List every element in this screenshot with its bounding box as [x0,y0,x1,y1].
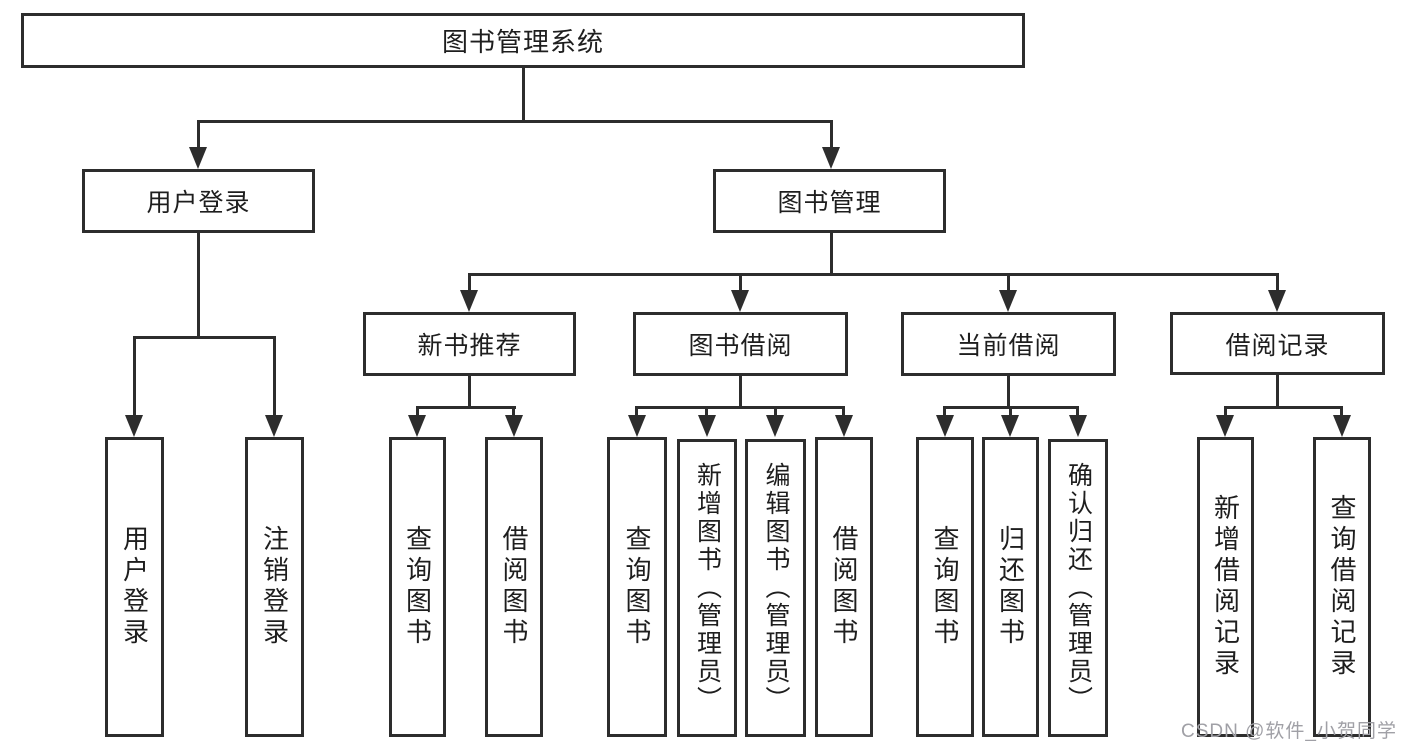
leaf-label: 确认归还（管理员） [1064,462,1093,714]
leaf-label: 新增图书（管理员） [693,462,722,714]
node-user-login: 用户登录 [82,169,315,233]
arrowhead-icon [1216,415,1234,437]
leaf-query-books-current: 查询图书 [916,437,974,737]
connector-line [635,406,638,419]
leaf-label: 借阅图书 [829,525,859,649]
node-label: 用户登录 [146,189,251,217]
connector-line [830,120,833,150]
leaf-add-books-admin: 新增图书（管理员） [677,439,737,737]
connector-line [1276,374,1279,409]
leaf-user-login: 用户登录 [105,437,164,737]
leaf-query-books-borrowing: 查询图书 [607,437,667,737]
arrowhead-icon [936,415,954,437]
arrowhead-icon [628,415,646,437]
arrowhead-icon [505,415,523,437]
arrowhead-icon [822,147,840,169]
leaf-confirm-return-admin: 确认归还（管理员） [1048,439,1108,737]
connector-line [830,233,833,276]
connector-line [416,406,419,419]
connector-line [197,120,200,150]
connector-line [1224,406,1343,409]
leaf-label: 查询图书 [930,525,960,649]
connector-line [468,273,1279,276]
connector-line [133,336,276,339]
node-label: 借阅记录 [1225,331,1330,360]
connector-line [635,406,844,409]
node-borrow-records: 借阅记录 [1170,312,1385,375]
arrowhead-icon [1001,415,1019,437]
node-book-borrowing: 图书借阅 [633,312,848,376]
leaf-borrow-books-borrowing: 借阅图书 [815,437,873,737]
connector-line [1007,273,1010,293]
connector-line [133,336,136,417]
connector-line [522,68,525,123]
node-library-management-system: 图书管理系统 [21,13,1025,68]
connector-line [512,406,515,419]
connector-line [1340,406,1343,419]
arrowhead-icon [125,415,143,437]
leaf-label: 编辑图书（管理员） [762,462,790,714]
connector-line [705,406,708,419]
connector-line [197,120,833,123]
watermark-csdn: CSDN @软件_小贺同学 [1181,721,1397,742]
arrowhead-icon [1069,415,1087,437]
leaf-logout: 注销登录 [245,437,304,737]
leaf-add-borrow-record: 新增借阅记录 [1197,437,1254,737]
connector-line [842,406,845,419]
arrowhead-icon [1268,290,1286,312]
leaf-label: 新增借阅记录 [1210,494,1241,680]
node-label: 图书借阅 [688,332,793,360]
leaf-label: 查询借阅记录 [1327,494,1357,680]
arrowhead-icon [1333,415,1351,437]
connector-line [416,406,516,409]
arrowhead-icon [766,415,784,437]
node-label: 当前借阅 [956,332,1061,360]
connector-line [739,273,742,293]
node-label: 图书管理系统 [441,27,604,57]
leaf-label: 查询图书 [622,525,652,649]
node-new-book-recommend: 新书推荐 [363,312,576,376]
leaf-edit-books-admin: 编辑图书（管理员） [745,439,806,737]
connector-line [468,273,471,293]
leaf-label: 查询图书 [402,525,433,649]
leaf-label: 借阅图书 [499,525,529,649]
leaf-query-books-newbook: 查询图书 [389,437,446,737]
arrowhead-icon [189,147,207,169]
connector-line [739,375,742,409]
connector-line [1009,406,1012,419]
connector-line [197,233,200,338]
connector-line [1224,406,1227,419]
connector-line [273,336,276,417]
arrowhead-icon [835,415,853,437]
leaf-label: 注销登录 [259,525,290,649]
connector-line [1076,406,1079,419]
arrowhead-icon [265,415,283,437]
arrowhead-icon [698,415,716,437]
node-label: 新书推荐 [417,332,522,360]
arrowhead-icon [408,415,426,437]
leaf-label: 归还图书 [995,525,1026,649]
connector-line [468,375,471,409]
leaf-query-borrow-record: 查询借阅记录 [1313,437,1371,737]
arrowhead-icon [731,290,749,312]
connector-line [1007,375,1010,409]
arrowhead-icon [999,290,1017,312]
leaf-borrow-books-newbook: 借阅图书 [485,437,543,737]
leaf-label: 用户登录 [119,525,150,649]
leaf-return-books: 归还图书 [982,437,1039,737]
arrowhead-icon [460,290,478,312]
connector-line [774,406,777,419]
node-book-management: 图书管理 [713,169,946,233]
node-label: 图书管理 [777,189,882,217]
node-current-borrowing: 当前借阅 [901,312,1116,376]
connector-line [943,406,946,419]
connector-line [1276,273,1279,293]
